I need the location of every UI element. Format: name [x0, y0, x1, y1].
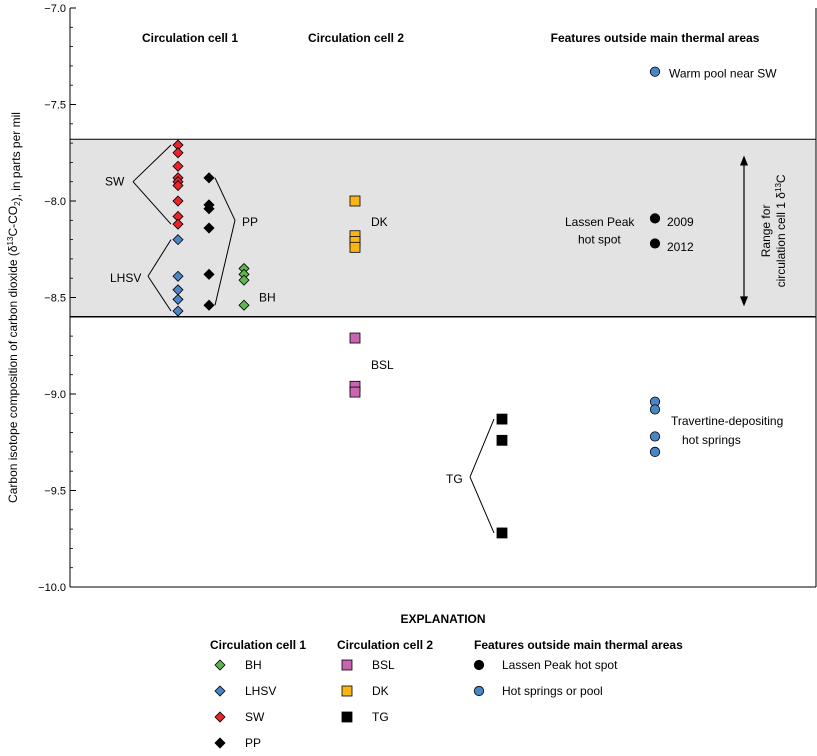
data-point-bh — [238, 299, 250, 311]
label-pp: PP — [242, 215, 258, 229]
data-point-pp — [203, 268, 215, 280]
y-tick-label: −8.5 — [44, 293, 66, 305]
label-travertine-2: hot springs — [682, 433, 741, 447]
legend-marker-bh — [214, 659, 226, 671]
data-point-tg — [496, 434, 508, 446]
data-point-tg — [496, 527, 508, 539]
data-point-dk — [349, 195, 361, 207]
range-arrow-head-down — [740, 296, 748, 307]
legend-marker-sw — [214, 711, 226, 723]
label-lassen-1: Lassen Peak — [565, 215, 635, 229]
label-travertine-1: Travertine-depositing — [671, 414, 783, 428]
data-point-lhsv — [172, 305, 184, 317]
data-point-lhsv — [172, 293, 184, 305]
label-bsl: BSL — [371, 358, 394, 372]
legend-marker-lhsv — [214, 685, 226, 697]
label-range-1: Range for — [759, 205, 773, 258]
y-axis-label: Carbon isotope composition of carbon dio… — [6, 112, 23, 503]
legend-marker-dk — [341, 685, 353, 697]
label-bh: BH — [259, 290, 276, 304]
legend-marker-tg — [341, 711, 353, 723]
data-point-bsl — [349, 332, 361, 344]
data-point-dk — [349, 241, 361, 253]
range-arrow-head-up — [740, 155, 748, 166]
sw-bracket — [132, 181, 172, 225]
y-tick-label: −8.0 — [44, 196, 66, 208]
legend-group-title: Circulation cell 2 — [337, 638, 433, 652]
data-point-bsl — [349, 386, 361, 398]
data-point-sw — [172, 218, 184, 230]
label-tg: TG — [446, 472, 463, 486]
data-point-sw — [172, 179, 184, 192]
label-lhsv: LHSV — [110, 271, 141, 285]
label-2012: 2012 — [667, 240, 694, 254]
data-point-pp — [203, 222, 215, 234]
data-point-pp — [203, 203, 215, 215]
label-sw: SW — [105, 175, 125, 189]
legend-label: Hot springs or pool — [502, 684, 603, 698]
legend-label: LHSV — [245, 684, 276, 698]
column-header: Circulation cell 2 — [308, 31, 404, 45]
pp-bracket — [214, 220, 236, 306]
lhsv-bracket — [147, 275, 172, 312]
data-point-lhsv — [172, 234, 184, 246]
label-lassen-2: hot spot — [578, 232, 621, 246]
legend-label: Lassen Peak hot spot — [502, 658, 618, 672]
range-band — [70, 139, 816, 317]
lhsv-bracket — [147, 239, 172, 277]
label-warm-pool: Warm pool near SW — [669, 66, 777, 80]
data-point-hot-springs-or-pool — [649, 446, 661, 457]
legend-label: PP — [245, 736, 261, 750]
y-tick-label: −10.0 — [38, 582, 66, 594]
legend-label: TG — [372, 710, 389, 724]
y-tick-label: −7.5 — [44, 100, 66, 112]
legend-label: SW — [245, 710, 265, 724]
legend-marker-pp — [214, 737, 226, 749]
data-point-tg — [496, 413, 508, 425]
legend-label: BH — [245, 658, 262, 672]
sw-bracket — [132, 144, 172, 183]
legend-marker-bsl — [341, 659, 353, 671]
data-point-hot-springs-or-pool — [649, 431, 661, 442]
label-2009: 2009 — [667, 215, 694, 229]
tg-bracket — [469, 476, 495, 534]
legend-marker-lassen-peak-hot-spot — [473, 659, 485, 671]
y-tick-label: −7.0 — [44, 3, 66, 15]
data-point-hot-springs-or-pool — [649, 66, 661, 77]
data-point-lassen-peak-hot-spot — [649, 238, 661, 249]
data-point-sw — [172, 147, 184, 159]
data-point-bh — [238, 274, 250, 286]
data-point-pp — [203, 172, 215, 184]
y-tick-label: −9.0 — [44, 389, 66, 401]
column-header: Circulation cell 1 — [142, 31, 238, 45]
y-tick-label: −9.5 — [44, 486, 66, 498]
legend-label: BSL — [372, 658, 395, 672]
legend-group-title: Circulation cell 1 — [210, 638, 306, 652]
data-point-lhsv — [172, 270, 184, 282]
legend-group-title: Features outside main thermal areas — [474, 638, 683, 652]
column-header: Features outside main thermal areas — [551, 31, 760, 45]
label-range-2: circulation cell 1 δ13C — [774, 174, 788, 287]
tg-bracket — [469, 418, 495, 478]
data-point-pp — [203, 299, 215, 311]
data-point-lassen-peak-hot-spot — [649, 213, 661, 224]
data-point-hot-springs-or-pool — [649, 404, 661, 415]
label-dk: DK — [371, 215, 388, 229]
data-point-sw — [172, 160, 184, 172]
legend-marker-hot-springs-or-pool — [473, 685, 485, 697]
legend-label: DK — [372, 684, 389, 698]
legend-title: EXPLANATION — [400, 612, 485, 626]
pp-bracket — [214, 177, 236, 221]
data-point-sw — [172, 195, 184, 207]
